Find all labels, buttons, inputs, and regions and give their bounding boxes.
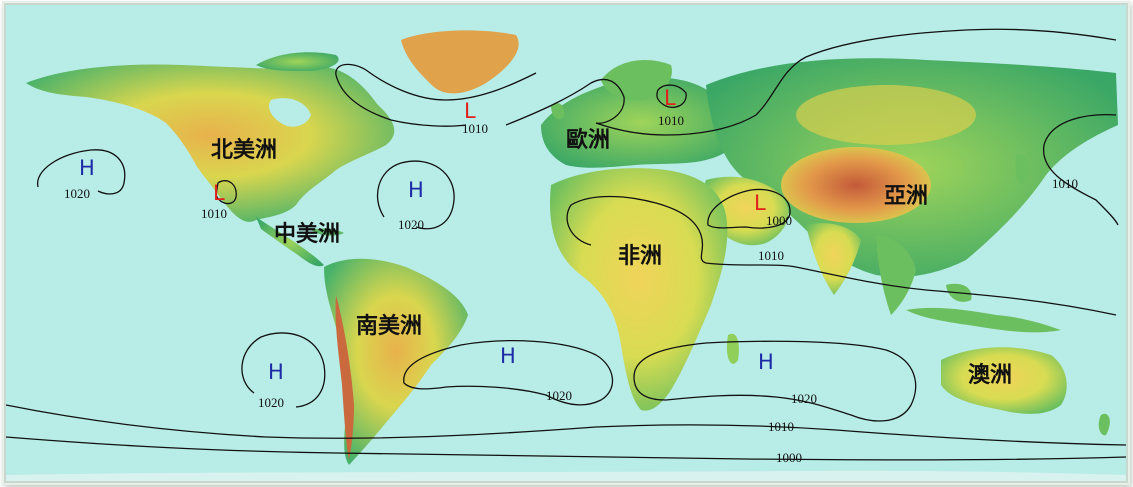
low-pressure-north-america: L xyxy=(213,181,225,205)
land-central-america xyxy=(256,217,324,267)
continent-labels: 北美洲 中美洲 南美洲 歐洲 非洲 亞洲 澳洲 xyxy=(211,127,1012,388)
isobars xyxy=(6,28,1126,461)
high-pressure-south-pacific: H xyxy=(268,360,284,384)
isobar-label-arabia: 1000 xyxy=(766,213,792,228)
label-africa: 非洲 xyxy=(618,243,662,269)
pressure-centers: H H H H H L L L L xyxy=(79,86,774,384)
label-north-america: 北美洲 xyxy=(211,137,277,163)
isobar-north-america-low xyxy=(215,180,237,205)
isobar-iceland-west xyxy=(335,74,467,127)
label-asia: 亞洲 xyxy=(884,183,928,209)
isobar-label-north-atlantic-low: 1010 xyxy=(462,121,488,136)
isobar-north-atlantic-low xyxy=(335,63,625,126)
isobar-north-atlantic-high xyxy=(376,160,455,230)
isobar-label-north-pacific: 1020 xyxy=(64,186,90,201)
isobar-africa-1010 xyxy=(566,195,1117,316)
low-pressure-iceland: L xyxy=(464,99,476,123)
isobar-label-southern-1000: 1000 xyxy=(776,450,802,465)
land-europe xyxy=(541,77,741,168)
isobar-label-south-pacific: 1020 xyxy=(258,395,284,410)
label-oceania: 澳洲 xyxy=(968,362,1012,388)
land-south-america xyxy=(324,258,468,465)
isobar-southern-1010 xyxy=(6,404,1126,446)
isobar-label-north-america: 1010 xyxy=(201,206,227,221)
land-masses xyxy=(6,30,1126,481)
high-pressure-north-pacific: H xyxy=(79,156,95,180)
land-africa xyxy=(550,168,728,411)
isobar-label-south-atlantic: 1020 xyxy=(546,388,572,403)
low-pressure-scandinavia: L xyxy=(664,86,676,110)
isobar-label-scandinavia: 1010 xyxy=(658,113,684,128)
isobar-label-north-atlantic-high: 1020 xyxy=(398,217,424,232)
isobar-label-southern-1010: 1010 xyxy=(768,419,794,434)
high-pressure-south-atlantic: H xyxy=(500,344,516,368)
isobar-labels: 1020 1010 1020 1010 1010 1010 1000 1010 … xyxy=(64,113,1078,465)
isobar-eurasia-1010 xyxy=(595,28,1117,136)
isobar-indian-ocean xyxy=(633,340,917,422)
isobar-east-asia xyxy=(1043,114,1119,226)
isobar-label-africa: 1010 xyxy=(758,248,784,263)
isobar-south-atlantic xyxy=(403,340,614,406)
isobar-scandinavia-low xyxy=(656,84,687,108)
world-map: 1020 1010 1020 1010 1010 1010 1000 1010 … xyxy=(6,5,1126,481)
label-central-america: 中美洲 xyxy=(274,221,340,247)
label-south-america: 南美洲 xyxy=(356,313,422,339)
land-greenland xyxy=(401,30,519,94)
isobar-south-pacific xyxy=(241,332,326,408)
land-australia xyxy=(941,347,1067,414)
isobar-arabia-low xyxy=(707,188,791,229)
isobar-north-pacific xyxy=(37,149,126,195)
low-pressure-arabia: L xyxy=(754,191,766,215)
high-pressure-indian-ocean: H xyxy=(758,350,774,374)
isobar-label-indian-ocean: 1020 xyxy=(791,391,817,406)
isobar-southern-1000 xyxy=(6,436,1126,461)
isobar-label-east-asia: 1010 xyxy=(1052,176,1078,191)
label-europe: 歐洲 xyxy=(566,127,610,153)
high-pressure-north-atlantic: H xyxy=(408,178,424,202)
map-canvas: 1020 1010 1020 1010 1010 1010 1000 1010 … xyxy=(6,28,1126,481)
